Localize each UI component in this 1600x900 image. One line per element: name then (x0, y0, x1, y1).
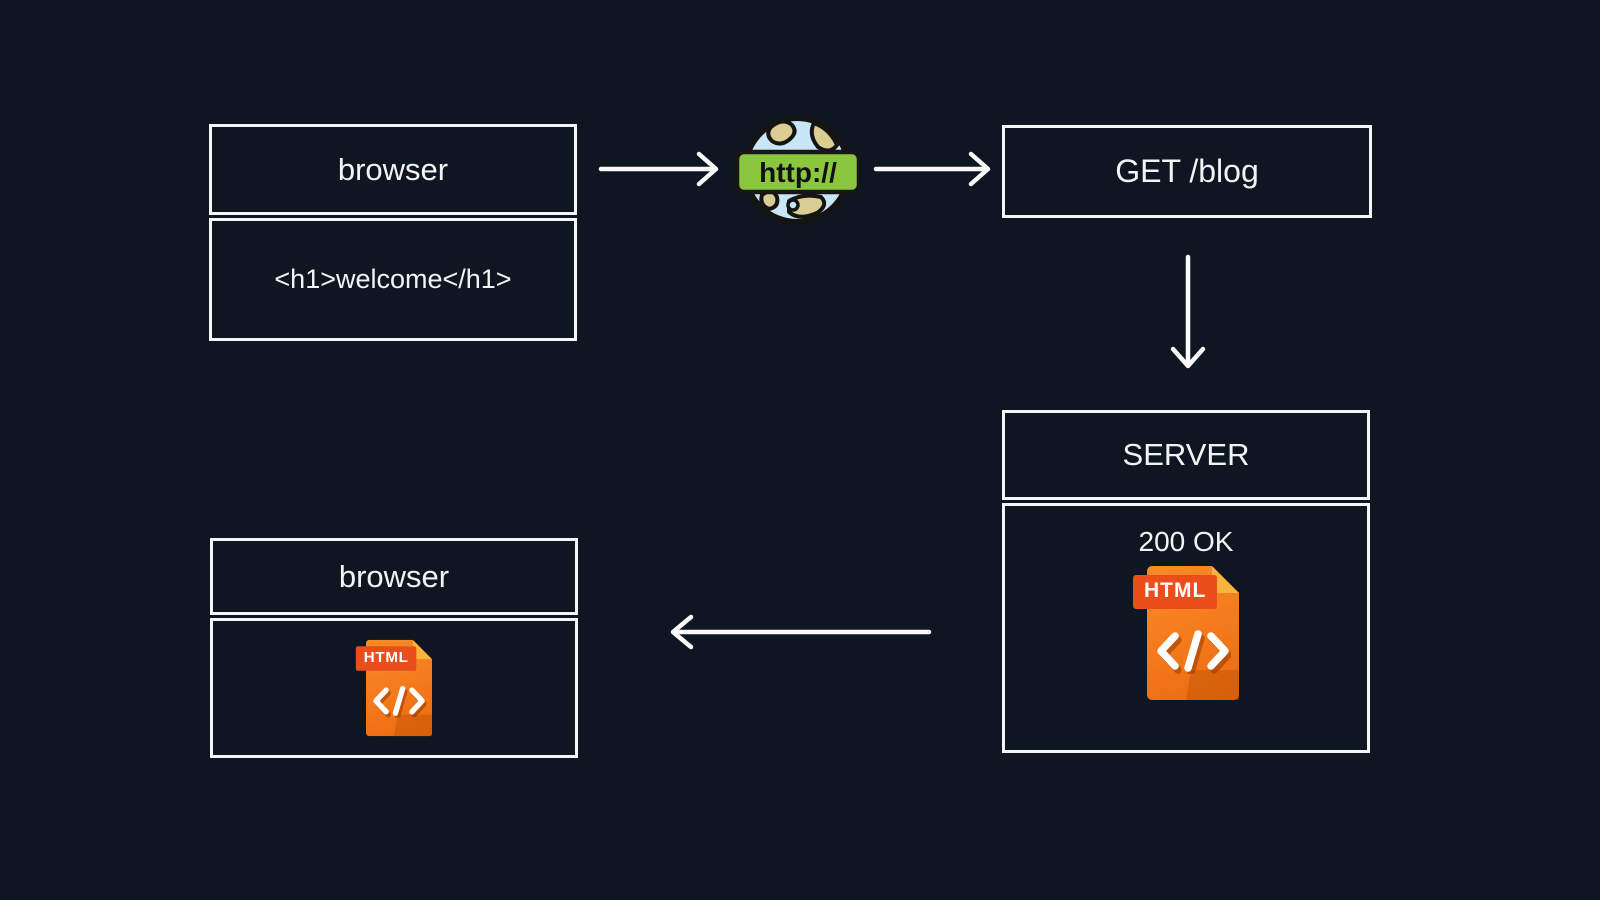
browser-response-box: browser HTML (210, 538, 578, 758)
browser-response-body: HTML (210, 618, 578, 758)
browser-request-header: browser (209, 124, 577, 215)
arrow-server-to-browser-icon (670, 614, 932, 650)
server-title: SERVER (1122, 437, 1250, 472)
welcome-markup-text: <h1>welcome</h1> (274, 264, 512, 294)
globe-http-icon: http:// (731, 109, 865, 233)
html-file-banner: HTML (355, 646, 417, 671)
browser-request-body: <h1>welcome</h1> (209, 218, 577, 341)
html-file-icon: HTML (1133, 566, 1239, 700)
code-chevrons-icon (373, 686, 427, 718)
html-file-shading (1147, 670, 1239, 700)
get-request-box: GET /blog (1002, 125, 1372, 218)
arrow-request-to-server-icon (1170, 254, 1206, 369)
url-banner (734, 149, 862, 195)
server-header: SERVER (1002, 410, 1370, 500)
globe-island (786, 198, 800, 212)
arrow-url-to-request-icon (873, 151, 991, 187)
browser-response-header: browser (210, 538, 578, 615)
globe-icon: http:// (734, 115, 862, 225)
code-chevrons-icon (1157, 630, 1231, 674)
get-request-label: GET /blog (1115, 153, 1259, 189)
server-box: SERVER 200 OK HTML (1002, 410, 1370, 753)
html-file-icon: HTML (355, 640, 432, 737)
get-request-body: GET /blog (1002, 125, 1372, 218)
html-file-banner: HTML (1133, 575, 1218, 609)
arrow-browser-to-url-icon (598, 151, 719, 187)
browser-request-box: browser <h1>welcome</h1> (209, 124, 577, 341)
url-banner-label: http:// (759, 157, 837, 188)
browser-request-title: browser (337, 151, 449, 187)
server-body: 200 OK HTML (1002, 503, 1370, 753)
status-200-ok: 200 OK (1138, 526, 1234, 557)
browser-response-title: browser (338, 558, 450, 594)
html-file-shading (366, 715, 432, 737)
